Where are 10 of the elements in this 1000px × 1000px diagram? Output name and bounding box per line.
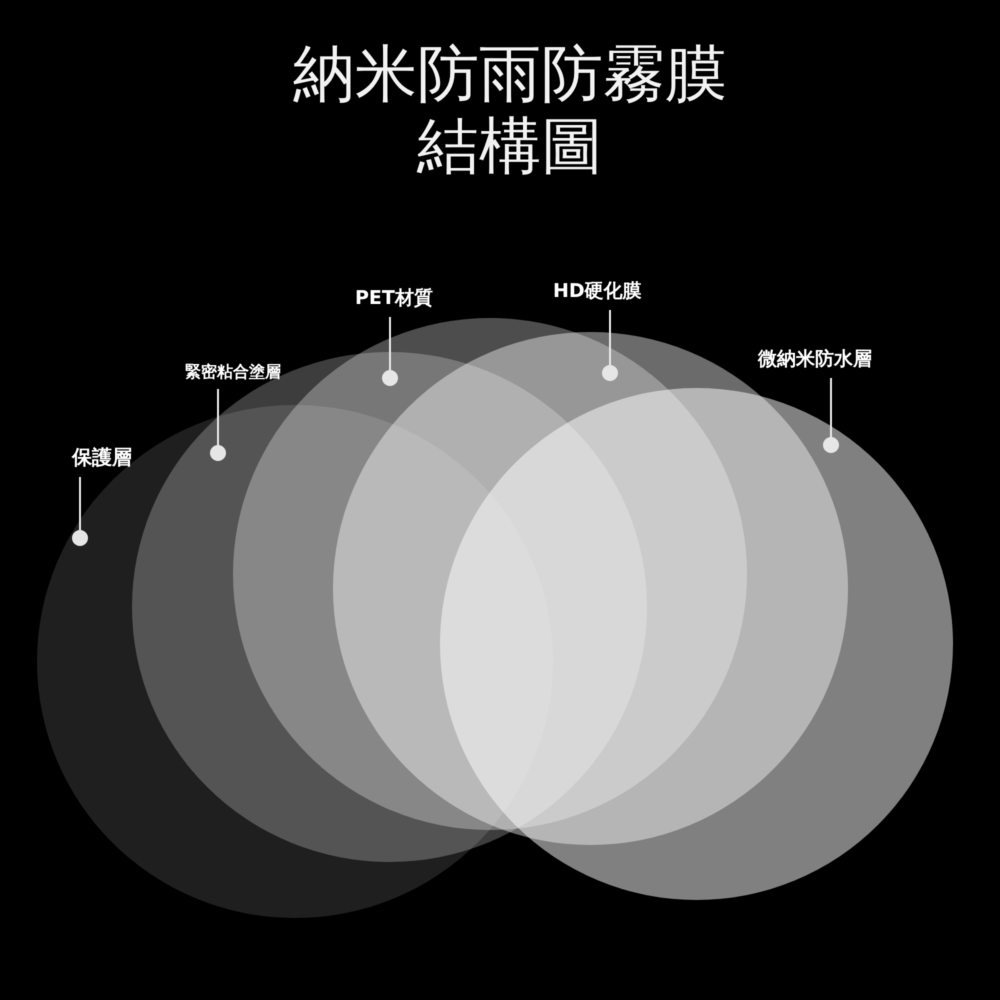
- leader-line: [210, 389, 226, 461]
- layer-label: HD硬化膜: [553, 280, 642, 302]
- layer-label: 微納米防水層: [758, 348, 872, 370]
- leader-line: [72, 477, 88, 546]
- leader-line: [602, 310, 618, 381]
- layer-label: 保護層: [72, 445, 132, 469]
- title: 納米防雨防霧膜結構圖: [292, 38, 728, 182]
- leader-line: [382, 317, 398, 386]
- layer-label: PET材質: [355, 287, 433, 309]
- leader-line: [823, 378, 839, 453]
